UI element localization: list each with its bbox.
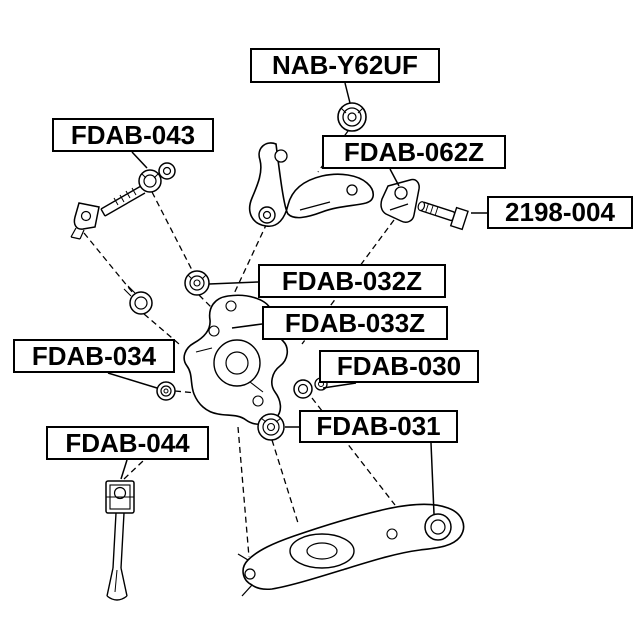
fdab-033z-bushing bbox=[123, 285, 153, 315]
fdab-044-link bbox=[105, 480, 135, 601]
part-label-fdab-034: FDAB-034 bbox=[13, 339, 175, 373]
rear-knuckle bbox=[183, 294, 289, 426]
fdab-034-bushing bbox=[156, 381, 176, 401]
part-label-fdab-044: FDAB-044 bbox=[46, 426, 209, 460]
part-label-fdab-030: FDAB-030 bbox=[319, 350, 479, 383]
nab-y62uf-bushing bbox=[337, 102, 367, 132]
part-label-fdab-062z: FDAB-062Z bbox=[322, 135, 506, 169]
fdab-043-bushing bbox=[138, 169, 162, 193]
part-label-fdab-043: FDAB-043 bbox=[52, 118, 214, 152]
part-label-fdab-032z: FDAB-032Z bbox=[258, 264, 446, 298]
lower-control-arm bbox=[237, 503, 465, 597]
tie-rod-assembly bbox=[70, 162, 176, 240]
leader-lines bbox=[107, 82, 487, 515]
fdab-062z-bushing bbox=[380, 178, 420, 223]
bolt-2198-004 bbox=[417, 201, 469, 231]
part-label-fdab-031: FDAB-031 bbox=[299, 410, 458, 443]
part-label-fdab-033z: FDAB-033Z bbox=[262, 306, 448, 340]
upper-control-arm bbox=[248, 142, 375, 228]
fdab-032z-bushing bbox=[184, 270, 210, 296]
part-label-2198-004: 2198-004 bbox=[487, 196, 633, 229]
part-label-nab-y62uf: NAB-Y62UF bbox=[250, 48, 440, 83]
fdab-031-bushing bbox=[257, 413, 285, 441]
